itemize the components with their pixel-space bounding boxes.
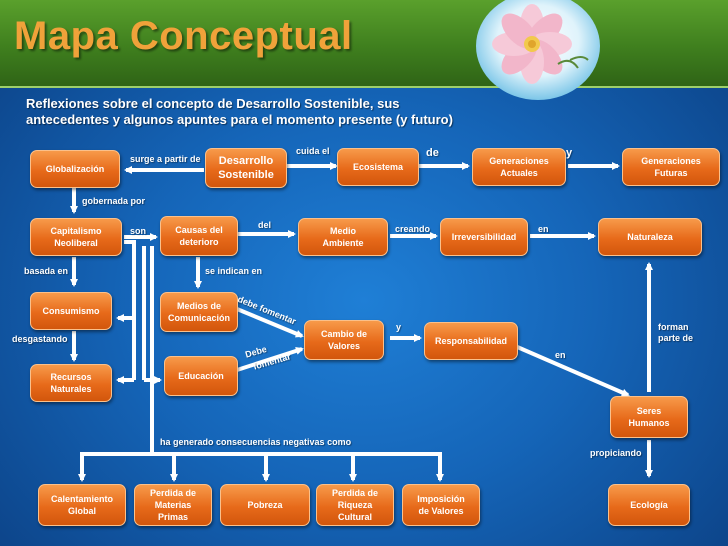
label-y-2: y: [396, 322, 402, 332]
node-medio-ambiente: Medio Ambiente: [298, 218, 388, 256]
label-propiciando: propiciando: [590, 448, 642, 458]
label-gobernada: gobernada por: [82, 196, 146, 206]
node-perdida-materias: Perdida de Materias Primas: [134, 484, 212, 526]
node-globalizacion: Globalización: [30, 150, 120, 188]
node-ecologia: Ecología: [608, 484, 690, 526]
node-capitalismo: Capitalismo Neoliberal: [30, 218, 122, 256]
node-desarrollo-sostenible: Desarrollo Sostenible: [205, 148, 287, 188]
label-del: del: [258, 220, 272, 230]
label-son: son: [130, 226, 147, 236]
node-seres-humanos: Seres Humanos: [610, 396, 688, 438]
label-forman: forman parte de: [658, 322, 694, 343]
page-title: Mapa Conceptual: [14, 14, 353, 58]
label-en-2: en: [555, 350, 566, 360]
node-responsabilidad: Responsabilidad: [424, 322, 518, 360]
node-medios-comunicacion: Medios de Comunicación: [160, 292, 238, 332]
node-educacion: Educación: [164, 356, 238, 396]
node-cambio-valores: Cambio de Valores: [304, 320, 384, 360]
node-irreversibilidad: Irreversibilidad: [440, 218, 528, 256]
node-ecosistema: Ecosistema: [337, 148, 419, 186]
label-se-indican: se indican en: [205, 266, 263, 276]
subtitle: Reflexiones sobre el concepto de Desarro…: [26, 96, 453, 127]
node-imposicion-valores: Imposición de Valores: [402, 484, 480, 526]
title-banner: [0, 0, 728, 88]
label-cuida: cuida el: [296, 146, 330, 156]
label-y-1: y: [566, 147, 573, 159]
label-consecuencias: ha generado consecuencias negativas como: [160, 437, 352, 447]
node-pobreza: Pobreza: [220, 484, 310, 526]
node-recursos-naturales: Recursos Naturales: [30, 364, 112, 402]
node-generaciones-actuales: Generaciones Actuales: [472, 148, 566, 186]
node-consumismo: Consumismo: [30, 292, 112, 330]
label-surge: surge a partir de: [130, 154, 201, 164]
label-basada: basada en: [24, 266, 69, 276]
node-perdida-riqueza: Perdida de Riqueza Cultural: [316, 484, 394, 526]
node-causas: Causas del deterioro: [160, 216, 238, 256]
node-generaciones-futuras: Generaciones Futuras: [622, 148, 720, 186]
label-en-1: en: [538, 224, 549, 234]
label-de: de: [426, 147, 439, 159]
node-naturaleza: Naturaleza: [598, 218, 702, 256]
node-calentamiento-global: Calentamiento Global: [38, 484, 126, 526]
label-desgastando: desgastando: [12, 334, 68, 344]
flower-icon: [476, 0, 600, 100]
label-creando: creando: [395, 224, 431, 234]
